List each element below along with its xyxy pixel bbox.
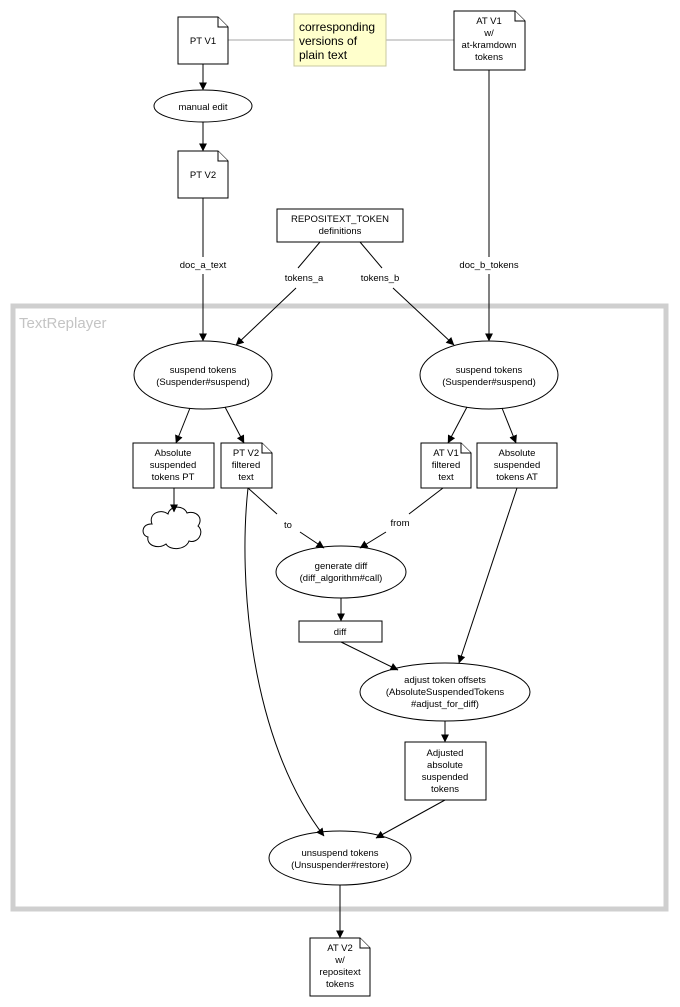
box-adjusted-tokens-line-2: absolute — [427, 760, 463, 771]
edge-label-doc-b-tokens: doc_b_tokens — [459, 260, 518, 271]
doc-pt-v2-filtered-line-3: text — [238, 472, 254, 483]
box-absolute-tokens-at-line-1: Absolute — [499, 448, 536, 459]
doc-at-v1-line-4: tokens — [475, 52, 503, 63]
process-suspend-left-line-1: suspend tokens — [170, 365, 237, 376]
edge-diff-to-adjust — [340, 641, 399, 671]
box-diff-label: diff — [334, 627, 347, 638]
process-adjust-offsets-line-1: adjust token offsets — [404, 675, 486, 686]
edge-adjusted-tokens-to-unsuspend — [375, 799, 446, 839]
box-absolute-tokens-at-line-2: suspended — [494, 460, 540, 471]
doc-at-v2: AT V2 w/ repositext tokens — [309, 937, 371, 997]
box-absolute-tokens-at: Absolute suspended tokens AT — [476, 442, 558, 489]
edge-label-to: to — [284, 520, 292, 531]
process-generate-diff-line-1: generate diff — [315, 561, 368, 572]
edge-abs-at-to-adjust — [457, 487, 518, 664]
box-token-definitions: REPOSITEXT_TOKEN definitions — [276, 208, 404, 243]
box-absolute-tokens-at-line-3: tokens AT — [496, 472, 538, 483]
edge-label-tokens-a: tokens_a — [285, 273, 324, 284]
text-replayer-frame — [10, 303, 669, 912]
edge-from-label-to-generate-diff — [359, 531, 387, 549]
note-line-2: versions of — [299, 34, 358, 48]
box-adjusted-tokens-line-1: Adjusted — [427, 748, 464, 759]
note-line-3: plain text — [299, 48, 348, 62]
doc-at-v1-filtered-line-1: AT V1 — [433, 448, 459, 459]
edge-tokens-b-to-suspend-right — [392, 287, 455, 346]
process-suspend-left: suspend tokens (Suspender#suspend) — [133, 340, 273, 410]
edge-defs-to-tokens-b — [359, 241, 383, 269]
doc-at-v1: AT V1 w/ at-kramdown tokens — [453, 10, 526, 71]
box-absolute-tokens-pt-line-1: Absolute — [155, 448, 192, 459]
doc-at-v2-line-1: AT V2 — [327, 943, 353, 954]
process-adjust-offsets-line-3: #adjust_for_diff) — [411, 699, 479, 710]
doc-at-v2-line-4: tokens — [326, 979, 354, 990]
process-suspend-left-line-2: (Suspender#suspend) — [156, 377, 249, 388]
discard-cloud-icon — [142, 506, 202, 549]
doc-pt-v2-filtered-line-2: filtered — [232, 460, 261, 471]
process-suspend-right-line-1: suspend tokens — [456, 365, 523, 376]
process-manual-edit-label: manual edit — [178, 102, 227, 113]
box-absolute-tokens-pt: Absolute suspended tokens PT — [132, 442, 215, 489]
doc-pt-v1-label: PT V1 — [190, 36, 216, 47]
doc-at-v2-line-3: repositext — [319, 967, 361, 978]
note-line-1: corresponding — [299, 20, 375, 34]
doc-pt-v2-filtered-line-1: PT V2 — [233, 448, 259, 459]
edge-ptv2-filtered-to-to-label — [247, 487, 278, 515]
process-adjust-offsets-line-2: (AbsoluteSuspendedTokens — [386, 687, 505, 698]
edge-label-tokens-b: tokens_b — [361, 273, 400, 284]
doc-at-v2-line-2: w/ — [334, 955, 345, 966]
box-absolute-tokens-pt-line-2: suspended — [150, 460, 196, 471]
doc-at-v1-line-1: AT V1 — [476, 16, 502, 27]
box-adjusted-tokens-line-4: tokens — [431, 784, 459, 795]
edge-suspend-left-to-abs-pt — [175, 407, 191, 444]
process-unsuspend-line-2: (Unsuspender#restore) — [291, 860, 389, 871]
note-corresponding-versions: corresponding versions of plain text — [293, 13, 387, 67]
box-token-definitions-line-1: REPOSITEXT_TOKEN — [291, 214, 389, 225]
box-adjusted-tokens: Adjusted absolute suspended tokens — [404, 741, 487, 801]
process-unsuspend: unsuspend tokens (Unsuspender#restore) — [268, 830, 412, 886]
doc-pt-v2: PT V2 — [177, 150, 229, 199]
process-suspend-right-line-2: (Suspender#suspend) — [442, 377, 535, 388]
box-absolute-tokens-pt-line-3: tokens PT — [152, 472, 195, 483]
process-generate-diff: generate diff (diff_algorithm#call) — [275, 545, 407, 599]
box-adjusted-tokens-line-3: suspended — [422, 772, 468, 783]
process-adjust-offsets: adjust token offsets (AbsoluteSuspendedT… — [359, 662, 531, 722]
edge-suspend-right-to-abs-at — [501, 407, 517, 444]
edge-tokens-a-to-suspend-left — [235, 287, 297, 346]
process-generate-diff-line-2: (diff_algorithm#call) — [300, 573, 383, 584]
process-suspend-right: suspend tokens (Suspender#suspend) — [419, 340, 559, 410]
edge-to-label-to-generate-diff — [299, 531, 325, 549]
doc-at-v1-line-3: at-kramdown — [462, 40, 517, 51]
process-manual-edit: manual edit — [153, 89, 253, 123]
doc-pt-v2-filtered: PT V2 filtered text — [220, 442, 273, 489]
edge-atv1-filtered-to-from-label — [408, 487, 444, 515]
edge-label-doc-a-text: doc_a_text — [180, 260, 227, 271]
box-token-definitions-line-2: definitions — [319, 226, 362, 237]
edge-suspend-left-to-ptv2-filtered — [224, 406, 245, 444]
doc-at-v1-filtered: AT V1 filtered text — [420, 442, 472, 489]
process-unsuspend-line-1: unsuspend tokens — [301, 848, 378, 859]
edge-suspend-right-to-atv1-filtered — [447, 406, 468, 444]
box-diff: diff — [298, 620, 383, 643]
doc-at-v1-line-2: w/ — [483, 28, 494, 39]
doc-pt-v2-label: PT V2 — [190, 170, 216, 181]
edge-defs-to-tokens-a — [297, 241, 321, 269]
edge-label-from: from — [391, 518, 410, 529]
edge-ptv2-filtered-to-unsuspend — [244, 487, 325, 837]
frame-title: TextReplayer — [19, 315, 107, 332]
doc-pt-v1: PT V1 — [177, 16, 229, 65]
doc-at-v1-filtered-line-2: filtered — [432, 460, 461, 471]
doc-at-v1-filtered-line-3: text — [438, 472, 454, 483]
